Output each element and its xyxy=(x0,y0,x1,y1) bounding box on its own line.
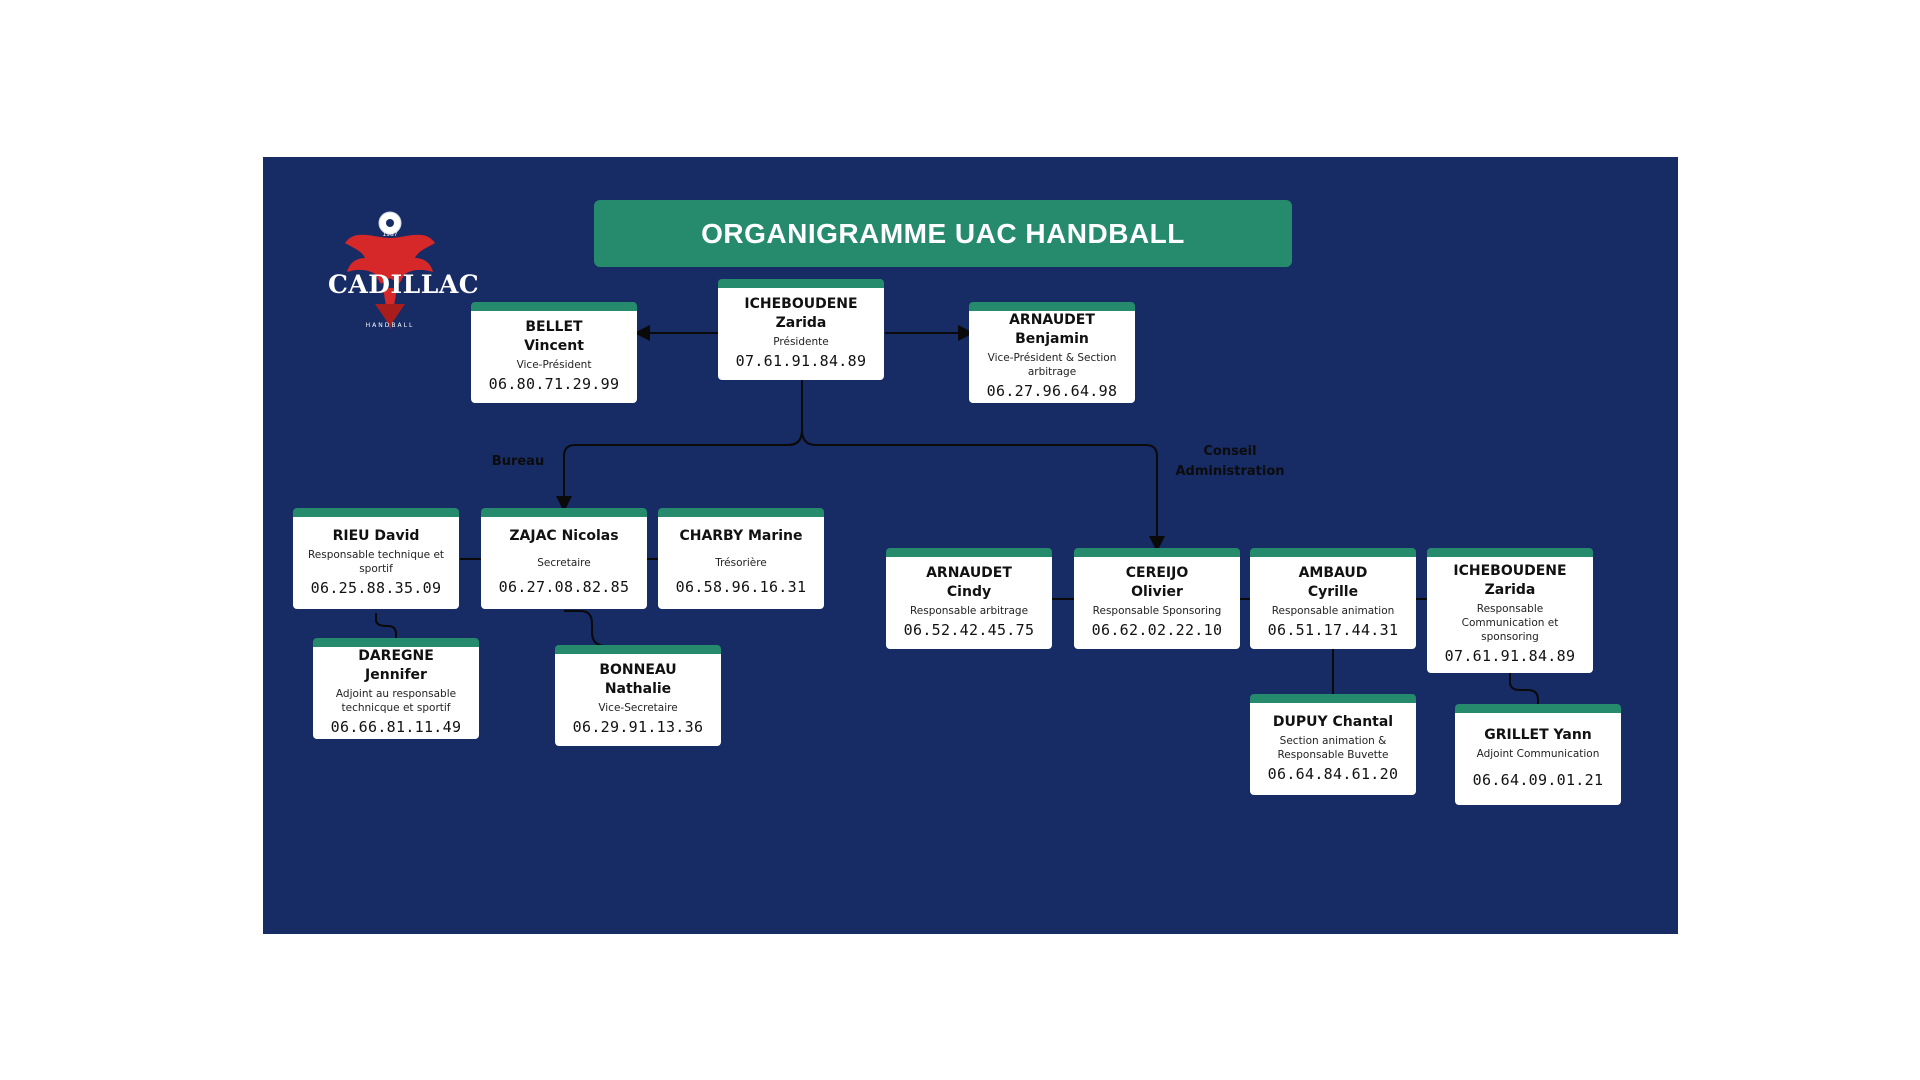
line-rieu-daregne xyxy=(375,613,397,640)
person-role: Responsable Communication et sponsoring xyxy=(1461,603,1559,643)
card-bonneau: BONNEAU Nathalie Vice-Secretaire 06.29.9… xyxy=(555,645,721,746)
card-arnaudet-cindy: ARNAUDET Cindy Responsable arbitrage 06.… xyxy=(886,548,1052,649)
person-name: DUPUY Chantal xyxy=(1272,713,1394,730)
person-name-line2: Nathalie xyxy=(604,681,672,697)
person-name: CHARBY Marine xyxy=(679,528,803,544)
person-role: Vice-Secretaire xyxy=(598,702,678,714)
person-phone: 06.29.91.13.36 xyxy=(572,718,704,736)
person-role: Section animation & Responsable Buvette xyxy=(1277,734,1389,761)
card-icheboudene-presidente: ICHEBOUDENE Zarida Présidente 07.61.91.8… xyxy=(718,279,884,380)
person-role: Vice-Président xyxy=(516,359,592,371)
card-icheboudene-comm: ICHEBOUDENE Zarida Responsable Communica… xyxy=(1427,548,1593,673)
person-role: Présidente xyxy=(773,336,829,348)
person-role: Responsable animation xyxy=(1271,605,1395,617)
person-name-line2: Jennifer xyxy=(365,667,427,683)
card-dupuy: DUPUY Chantal Section animation & Respon… xyxy=(1250,694,1416,795)
card-daregne: DAREGNE Jennifer Adjoint au responsable … xyxy=(313,638,479,739)
person-name-line2: Cyrille xyxy=(1307,584,1359,600)
person-role: Adjoint au responsable technicque et spo… xyxy=(335,688,457,714)
person-name: ARNAUDET xyxy=(926,565,1012,581)
person-name-line2: Vincent xyxy=(524,338,584,354)
person-name-line2: Olivier xyxy=(1131,584,1183,600)
person-phone: 06.51.17.44.31 xyxy=(1267,621,1399,639)
logo-year: 1987 xyxy=(382,231,398,238)
person-phone: 06.27.08.82.85 xyxy=(498,578,630,596)
person-name-line2: Cindy xyxy=(946,584,992,600)
person-name: ZAJAC Nicolas xyxy=(509,528,619,544)
line-president-split xyxy=(787,380,803,446)
person-role: Secretaire xyxy=(537,557,591,569)
person-role: Vice-Président & Section arbitrage xyxy=(987,352,1117,378)
card-zajac: ZAJAC Nicolas Secretaire 06.27.08.82.85 xyxy=(481,508,647,609)
person-phone: 06.64.84.61.20 xyxy=(1267,764,1399,783)
person-phone: 07.61.91.84.89 xyxy=(735,352,867,370)
card-ambaud: AMBAUD Cyrille Responsable animation 06.… xyxy=(1250,548,1416,649)
person-role: Responsable technique et sportif xyxy=(307,548,445,575)
person-name: DAREGNE xyxy=(358,648,434,664)
person-phone: 06.66.81.11.49 xyxy=(330,718,462,736)
person-name: RIEU David xyxy=(332,527,420,544)
card-arnaudet-benjamin: ARNAUDET Benjamin Vice-Président & Secti… xyxy=(969,302,1135,403)
conseil-label-line1: Conseil xyxy=(1203,444,1257,459)
card-bellet: BELLET Vincent Vice-Président 06.80.71.2… xyxy=(471,302,637,403)
line-president-bureau xyxy=(556,429,803,512)
card-rieu: RIEU David Responsable technique et spor… xyxy=(293,508,459,609)
person-role: Responsable arbitrage xyxy=(909,605,1029,617)
logo-wordmark: CADILLAC xyxy=(328,270,480,299)
person-name: BONNEAU xyxy=(599,662,677,678)
person-phone: 07.61.91.84.89 xyxy=(1444,647,1576,665)
person-role: Responsable Sponsoring xyxy=(1092,605,1222,617)
chart-title-banner: ORGANIGRAMME UAC HANDBALL xyxy=(594,200,1292,267)
line-icheboudene-grillet xyxy=(1509,673,1539,704)
card-cereijo: CEREIJO Olivier Responsable Sponsoring 0… xyxy=(1074,548,1240,649)
line-president-conseil xyxy=(801,429,1165,552)
conseil-label-line2: Administration xyxy=(1175,464,1285,479)
person-name-line2: Zarida xyxy=(775,315,827,331)
person-phone: 06.52.42.45.75 xyxy=(903,621,1035,639)
logo-subtext: HANDBALL xyxy=(365,322,415,329)
person-phone: 06.80.71.29.99 xyxy=(488,375,620,393)
chart-title: ORGANIGRAMME UAC HANDBALL xyxy=(701,217,1185,249)
line-zajac-bonneau xyxy=(564,610,637,647)
person-name: AMBAUD xyxy=(1298,565,1368,581)
person-name-line2: Benjamin xyxy=(1015,331,1089,347)
person-name: GRILLET Yann xyxy=(1484,727,1592,743)
person-name: ARNAUDET xyxy=(1009,312,1095,328)
person-name: ICHEBOUDENE xyxy=(744,296,858,312)
person-phone: 06.62.02.22.10 xyxy=(1091,621,1223,639)
person-name: BELLET xyxy=(525,319,583,335)
person-role: Adjoint Communication xyxy=(1476,748,1600,760)
card-grillet: GRILLET Yann Adjoint Communication 06.64… xyxy=(1455,704,1621,805)
person-name-line2: Zarida xyxy=(1484,582,1536,598)
person-phone: 06.25.88.35.09 xyxy=(310,578,442,597)
card-charby: CHARBY Marine Trésorière 06.58.96.16.31 xyxy=(658,508,824,609)
person-name: CEREIJO xyxy=(1125,565,1189,581)
phoenix-logo-icon xyxy=(345,211,435,330)
bureau-label: Bureau xyxy=(491,454,545,469)
person-name: ICHEBOUDENE xyxy=(1453,563,1567,579)
person-phone: 06.64.09.01.21 xyxy=(1472,771,1604,789)
person-phone: 06.27.96.64.98 xyxy=(986,382,1118,400)
person-role: Trésorière xyxy=(715,557,767,569)
person-phone: 06.58.96.16.31 xyxy=(675,578,807,596)
